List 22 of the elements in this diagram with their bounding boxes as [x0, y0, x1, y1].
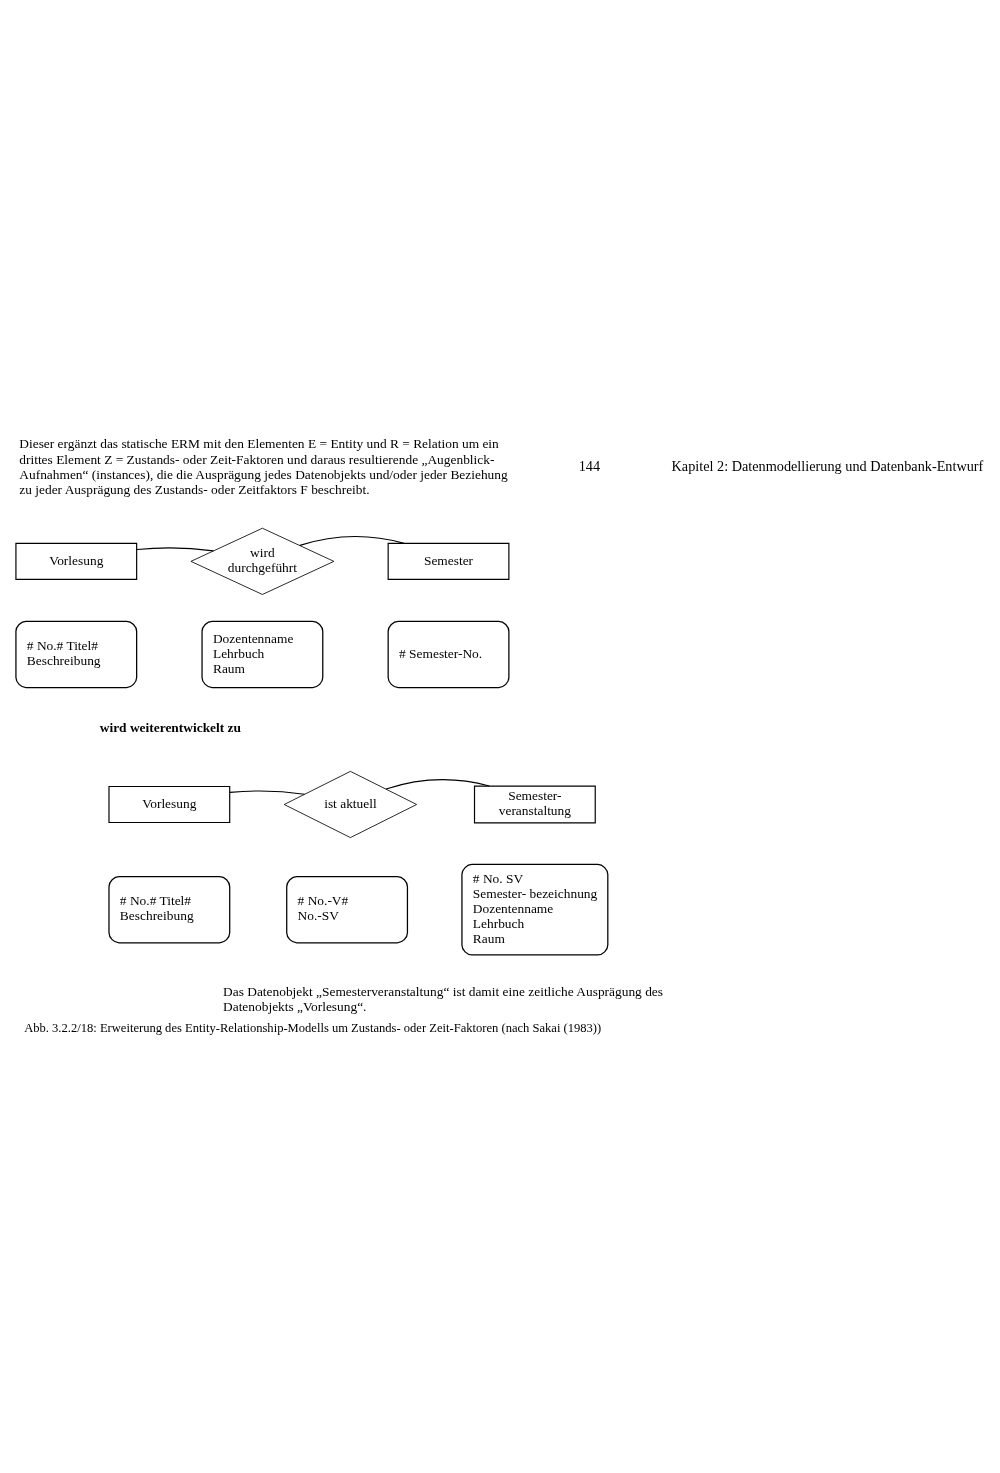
- node-box: Semester: [387, 542, 509, 580]
- node-box: Dozentenname Lehrbuch Raum: [200, 620, 323, 688]
- caption: Abb. 3.2.2/18: Erweiterung des Entity-Relationship-Modells um Zustands- oder Zeit-Faktoren (nach Sakai (1983)): [23, 1020, 601, 1035]
- node-box: # No.# Titel# Beschreibung: [107, 875, 230, 943]
- connector: [228, 789, 305, 795]
- node-box: # Semester-No.: [387, 620, 509, 688]
- node-box: # No.-V# No.-SV: [285, 875, 408, 943]
- label: 144: [578, 457, 600, 474]
- connector: [385, 778, 490, 790]
- label: Dieser ergänzt das statische ERM mit den Elementen E = Entity und R = Relation um ein drittes Element Z = Zustands- oder Zeit-Faktoren und daraus resultierende „Augenblick-Aufnahmen“ (instances), die die Ausprägung jedes Datenobjekts und/oder jeder Beziehung zu jeder Ausprägung des Zustands- oder Zeitfaktors F beschreibt.: [18, 435, 508, 497]
- node-diamond: ist aktuell: [283, 770, 417, 838]
- connector: [135, 546, 214, 551]
- connector: [298, 535, 405, 546]
- node-box: Vorlesung: [107, 785, 230, 823]
- node-diamond: wird durchgeführt: [190, 527, 334, 595]
- label: Das Datenobjekt „Semesterveranstaltung“ ist damit eine zeitliche Ausprägung des Datenobjekts „Vorlesung“.: [222, 983, 663, 1014]
- node-box: # No.# Titel# Beschreibung: [14, 620, 137, 688]
- node-box: # No. SV Semester- bezeichnung Dozentenname Lehrbuch Raum: [460, 863, 608, 956]
- node-box: Vorlesung: [14, 542, 137, 580]
- label: wird weiterentwickelt zu: [99, 719, 241, 735]
- label: Kapitel 2: Datenmodellierung und Datenbank-Entwurf: [671, 457, 983, 474]
- node-box: Semester- veranstaltung: [473, 784, 596, 823]
